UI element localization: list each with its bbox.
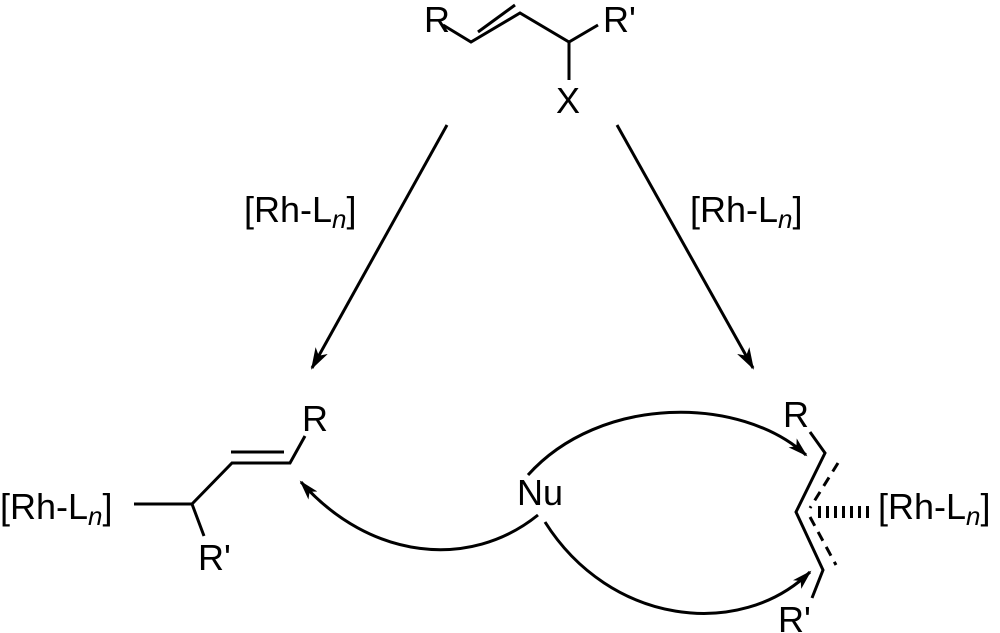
pi-r: R [783,394,809,435]
substrate-double-bond [477,3,516,34]
left-arrow-label: [Rh-Ln] [244,189,357,234]
substrate-r-prime: R' [603,0,636,40]
sigma-allyl-complex: [Rh-Ln] R R' [0,398,328,578]
nu-attack-arrow-top [526,410,808,477]
right-reaction-arrow [615,124,755,370]
pi-allyl-dashed-lower [808,516,838,566]
sigma-r-prime: R' [198,537,231,578]
pi-allyl-complex: R R' [Rh-Ln] [778,394,991,633]
pi-r-prime: R' [778,599,811,633]
right-arrow-label: [Rh-Ln] [690,189,803,234]
sigma-metal-label: [Rh-Ln] [0,486,113,531]
pi-allyl-dashed-upper [808,462,840,509]
sigma-chain-bonds [190,435,307,506]
sigma-r: R [302,398,328,439]
pi-metal-label: [Rh-Ln] [878,486,991,531]
substrate-r: R [424,0,450,40]
left-reaction-arrow [310,124,449,370]
sigma-r-prime-bond [190,503,206,537]
allylic-substrate: R R' X [424,0,636,121]
nucleophile-label: Nu [517,472,563,513]
substrate-x: X [556,80,580,121]
nu-attack-arrow-left [299,480,539,552]
nu-attack-arrow-bottom [543,521,812,615]
pi-allyl-bonds [794,431,827,599]
substrate-bonds [442,11,599,44]
